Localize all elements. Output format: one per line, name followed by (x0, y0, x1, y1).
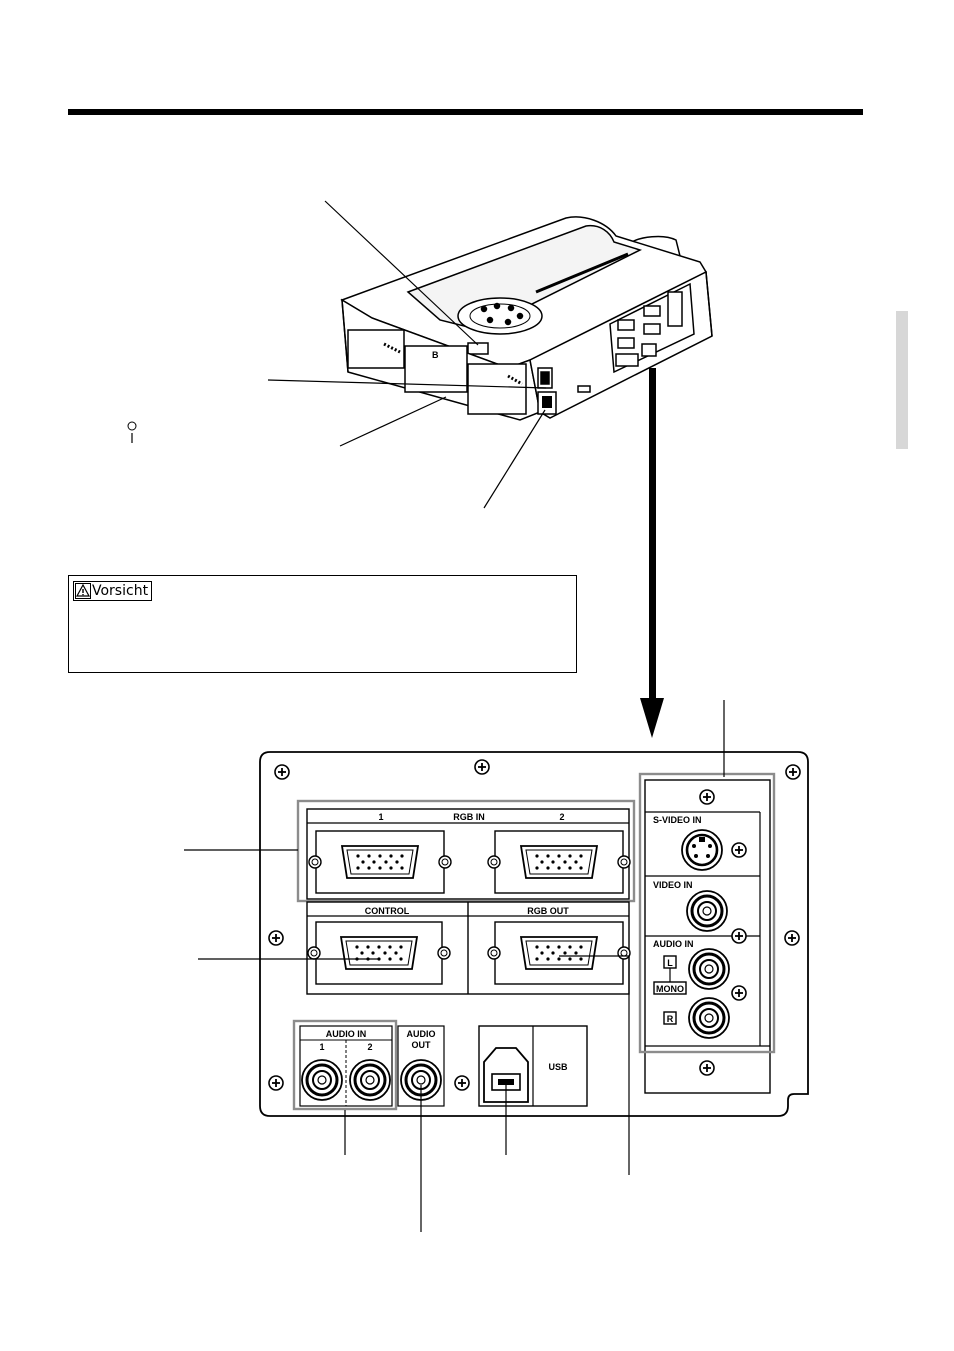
screw-icon (474, 759, 490, 775)
usb-label: USB (548, 1062, 568, 1072)
control-label: CONTROL (365, 906, 410, 916)
s-video-in-port (681, 829, 723, 871)
av-audio-in-label: AUDIO IN (653, 939, 694, 949)
right-channel-label: R (667, 1014, 674, 1024)
screw-icon (699, 1060, 715, 1076)
caution-title-text: Vorsicht (92, 583, 149, 599)
audio-in-1-jack (300, 1058, 344, 1102)
audio-out-label-line2: OUT (412, 1040, 432, 1050)
audio-in-label: AUDIO IN (326, 1029, 367, 1039)
caution-title: Vorsicht (73, 581, 153, 601)
chapter-tab (896, 311, 908, 449)
projector-illustration: B (340, 216, 713, 421)
screw-icon (731, 985, 747, 1001)
connection-arrow (640, 368, 664, 738)
audio-in-left-jack (687, 947, 731, 991)
screw-icon (731, 928, 747, 944)
projector-callouts (267, 200, 547, 509)
left-channel-label: L (667, 958, 673, 968)
audio-in-right-jack (687, 996, 731, 1040)
rgb-in-port1-label: 1 (378, 812, 383, 822)
audio-out-label-line1: AUDIO (407, 1029, 436, 1039)
panel-callouts (184, 700, 725, 1232)
audio-in-port1-label: 1 (319, 1042, 324, 1052)
rgb-in-port2-label: 2 (559, 812, 564, 822)
screw-icon (454, 1075, 470, 1091)
rgb-out-label: RGB OUT (527, 906, 569, 916)
audio-in-2-jack (348, 1058, 392, 1102)
audio-in-port2-label: 2 (367, 1042, 372, 1052)
caution-box: Vorsicht (68, 575, 577, 673)
header-rule (68, 109, 863, 115)
screw-icon (268, 930, 284, 946)
s-video-in-label: S-VIDEO IN (653, 815, 702, 825)
mono-label: MONO (656, 984, 684, 994)
svg-text:B: B (432, 350, 439, 360)
screw-icon (731, 842, 747, 858)
rgb-in-label: RGB IN (453, 812, 485, 822)
screw-icon (785, 764, 801, 780)
power-switch-symbol (127, 421, 137, 443)
screw-icon (268, 1075, 284, 1091)
caution-icon (75, 583, 91, 599)
rear-panel: 1 RGB IN 2 CONTROL RGB OUT AUDIO IN 1 2 … (259, 751, 809, 1117)
screw-icon (274, 764, 290, 780)
screw-icon (784, 930, 800, 946)
video-in-label: VIDEO IN (653, 880, 693, 890)
screw-icon (699, 789, 715, 805)
video-in-jack (685, 889, 729, 933)
